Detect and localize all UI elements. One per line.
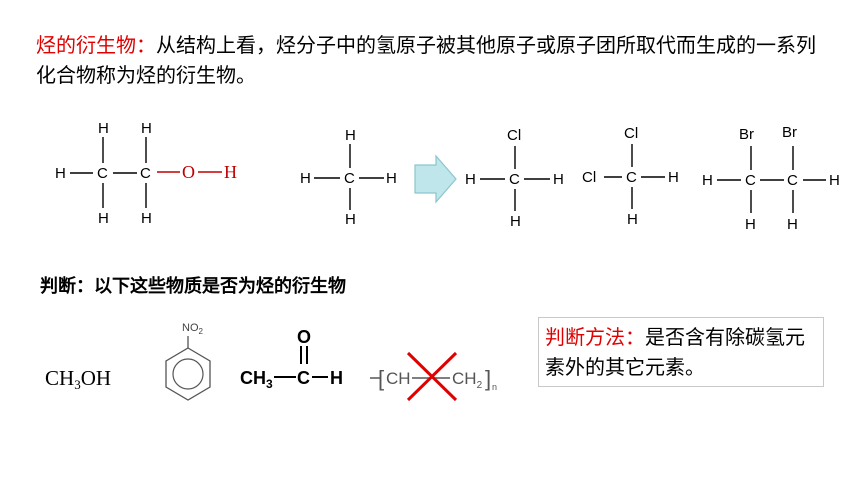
ethanol-h-bot1: H	[98, 210, 109, 227]
methane-h-right: H	[386, 170, 397, 187]
ethanol-h-o: H	[224, 162, 237, 182]
definition-text: 从结构上看，烃分子中的氢原子被其他原子或原子团所取代而生成的一系列化合物称为烃的…	[36, 33, 816, 87]
cross-icon-b	[406, 351, 458, 402]
question-prompt: 判断：以下这些物质是否为烃的衍生物	[40, 276, 346, 297]
dichloromethane-c: C	[626, 169, 637, 186]
aldehyde-o: O	[297, 327, 311, 347]
dibromoethane-h-left: H	[702, 172, 713, 189]
methane-h-top: H	[345, 127, 356, 144]
aldehyde-h: H	[330, 368, 343, 388]
methanol-formula: CH3OH	[45, 366, 111, 392]
method-term: 判断方法：	[545, 325, 645, 349]
dibromoethane-structure: H C C H Br Br H H	[702, 124, 840, 233]
dibromoethane-br1: Br	[739, 126, 754, 143]
chloromethane-h-left: H	[465, 171, 476, 188]
dichloromethane-structure: Cl C H Cl H	[582, 125, 679, 228]
polymer-bracket-right: ]	[485, 366, 491, 391]
polymer-n: n	[492, 382, 497, 392]
ethanol-c1: C	[97, 165, 108, 182]
dibromoethane-c1: C	[745, 172, 756, 189]
dibromoethane-h-bot2: H	[787, 216, 798, 233]
method-box: 判断方法：是否含有除碳氢元素外的其它元素。	[538, 317, 824, 387]
methane-structure: H C H H H	[300, 127, 397, 228]
chloromethane-structure: H C H Cl H	[465, 127, 564, 230]
dibromoethane-h-right: H	[829, 172, 840, 189]
definition-paragraph: 烃的衍生物：从结构上看，烃分子中的氢原子被其他原子或原子团所取代而生成的一系列化…	[36, 30, 826, 90]
ethanol-structure: H C C H H H H O H	[55, 120, 237, 227]
dibromoethane-h-bot1: H	[745, 216, 756, 233]
method-text: 是否含有除碳氢元素外的其它元素。	[545, 325, 805, 379]
chloromethane-h-bot: H	[510, 213, 521, 230]
chloromethane-c: C	[509, 171, 520, 188]
dibromoethane-br2: Br	[782, 124, 797, 141]
ethanol-h-top2: H	[141, 120, 152, 137]
polymer-bracket-left: [	[378, 366, 384, 391]
methane-h-left: H	[300, 170, 311, 187]
chloromethane-cl: Cl	[507, 127, 521, 144]
definition-term: 烃的衍生物：	[36, 33, 156, 57]
aldehyde-c: C	[297, 368, 310, 388]
nitro-group: NO2	[182, 322, 204, 336]
ethanol-h-bot2: H	[141, 210, 152, 227]
ethanol-h-top1: H	[98, 120, 109, 137]
dichloromethane-cl-left: Cl	[582, 169, 596, 186]
ethanol-h-left: H	[55, 165, 66, 182]
ethanol-c2: C	[140, 165, 151, 182]
dibromoethane-c2: C	[787, 172, 798, 189]
polymer-ch-left: CH	[386, 369, 411, 388]
acetaldehyde-structure: CH3 C H O	[240, 327, 343, 391]
dichloromethane-cl-top: Cl	[624, 125, 638, 142]
chloromethane-h-right: H	[553, 171, 564, 188]
methane-c: C	[344, 170, 355, 187]
aldehyde-ch3: CH3	[240, 368, 273, 391]
dichloromethane-h-right: H	[668, 169, 679, 186]
polymer-structure: [ CH CH2 ] n	[370, 351, 497, 402]
dichloromethane-h-bot: H	[627, 211, 638, 228]
methane-h-bot: H	[345, 211, 356, 228]
reaction-arrow-icon	[414, 154, 457, 204]
polymer-ch-right: CH2	[452, 369, 483, 391]
ethanol-o: O	[182, 162, 195, 182]
nitrobenzene-structure: NO2	[165, 322, 211, 401]
